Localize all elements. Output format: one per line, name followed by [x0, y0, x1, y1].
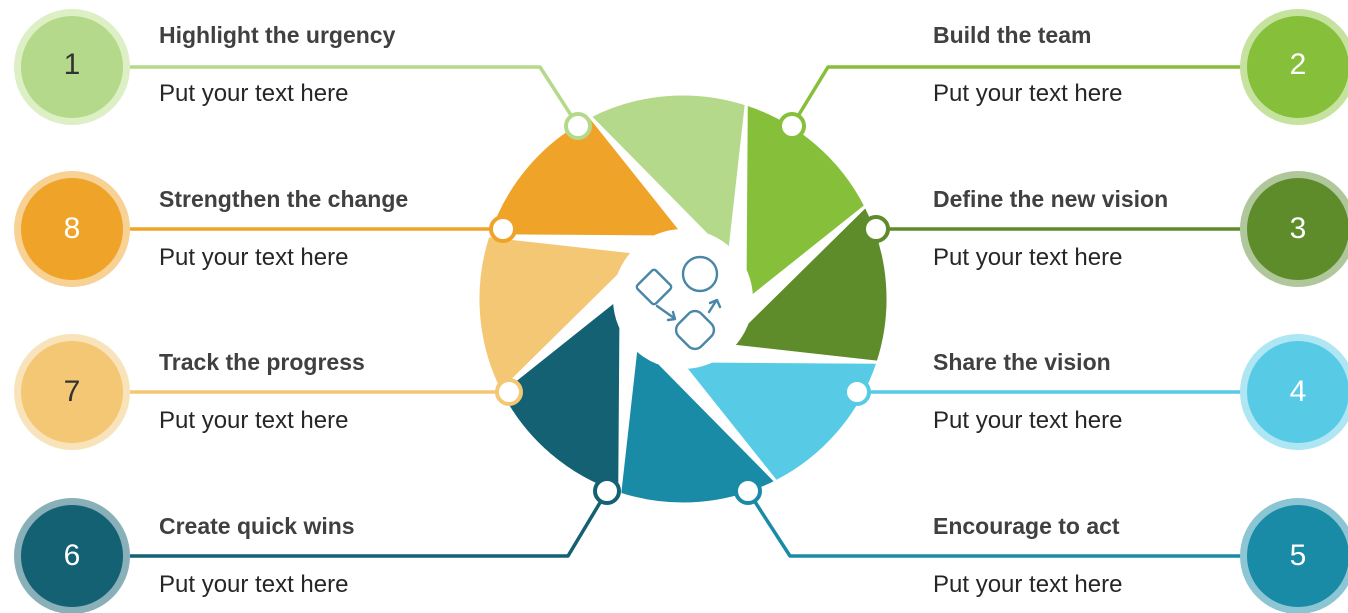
junction-ring-8 [489, 215, 517, 243]
number-circle-7 [21, 341, 123, 443]
junction-ring-6 [593, 477, 621, 505]
number-circle-4 [1247, 341, 1348, 443]
connector-1 [130, 65, 580, 127]
junction-ring-7 [495, 378, 523, 406]
step-3-title: Define the new vision [933, 186, 1169, 212]
step-5-text: Put your text here [933, 571, 1123, 598]
step-8-title: Strengthen the change [159, 186, 409, 212]
connector-lines [130, 65, 1245, 558]
number-circle-2 [1247, 16, 1348, 118]
aperture-petals [476, 92, 890, 506]
center-hub [613, 229, 753, 369]
number-circle-6 [21, 505, 123, 607]
number-circle-8 [21, 178, 123, 280]
step-2-text: Put your text here [933, 80, 1123, 107]
connector-6 [130, 490, 609, 558]
step-7-title: Track the progress [159, 349, 365, 375]
step-4-text: Put your text here [933, 407, 1123, 434]
step-5-number: 5 [1289, 539, 1307, 572]
number-circle-5 [1247, 505, 1348, 607]
step-7-number: 7 [63, 375, 81, 408]
step-1-title: Highlight the urgency [159, 22, 396, 48]
step-number-circles [14, 9, 1348, 613]
connector-5 [746, 490, 1245, 558]
step-2-title: Build the team [933, 22, 1092, 48]
junction-ring-3 [862, 215, 890, 243]
step-1-number: 1 [63, 48, 81, 81]
junction-ring-4 [843, 378, 871, 406]
step-4-title: Share the vision [933, 349, 1111, 375]
number-circle-3 [1247, 178, 1348, 280]
junction-ring-1 [564, 112, 592, 140]
step-8-text: Put your text here [159, 244, 349, 271]
step-3-number: 3 [1289, 212, 1307, 245]
step-8-number: 8 [63, 212, 81, 245]
step-3-text: Put your text here [933, 244, 1123, 271]
step-6-number: 6 [63, 539, 81, 572]
step-1-text: Put your text here [159, 80, 349, 107]
process-flow-icon [635, 255, 722, 351]
junction-ring-2 [778, 112, 806, 140]
connector-2 [790, 65, 1245, 127]
step-6-title: Create quick wins [159, 513, 355, 539]
step-5-title: Encourage to act [933, 513, 1120, 539]
number-circle-1 [21, 16, 123, 118]
junction-ring-5 [734, 477, 762, 505]
step-7-text: Put your text here [159, 407, 349, 434]
step-2-number: 2 [1289, 48, 1307, 81]
step-4-number: 4 [1289, 375, 1307, 408]
step-6-text: Put your text here [159, 571, 349, 598]
petal-8 [486, 114, 688, 239]
